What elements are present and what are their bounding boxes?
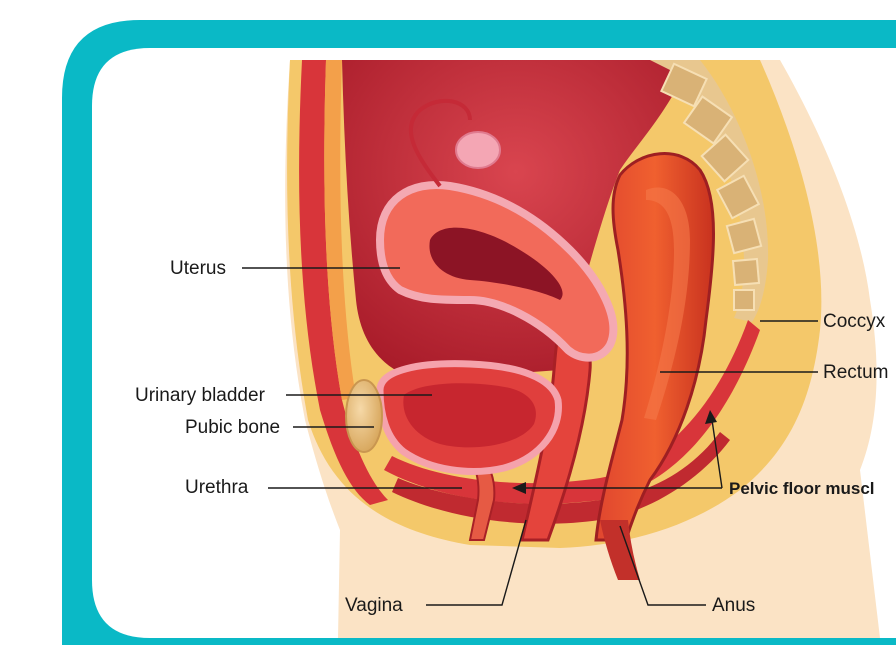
label-anus: Anus: [712, 596, 755, 615]
label-urinary-bladder: Urinary bladder: [135, 386, 265, 405]
label-urethra: Urethra: [185, 478, 248, 497]
label-rectum: Rectum: [823, 363, 888, 382]
label-uterus: Uterus: [170, 259, 226, 278]
label-coccyx: Coccyx: [823, 312, 885, 331]
label-pelvic-floor-muscles: Pelvic floor muscl: [729, 480, 875, 497]
pubic-bone: [346, 380, 382, 452]
label-vagina: Vagina: [345, 596, 403, 615]
ovary: [456, 132, 500, 168]
label-pubic-bone: Pubic bone: [185, 418, 280, 437]
